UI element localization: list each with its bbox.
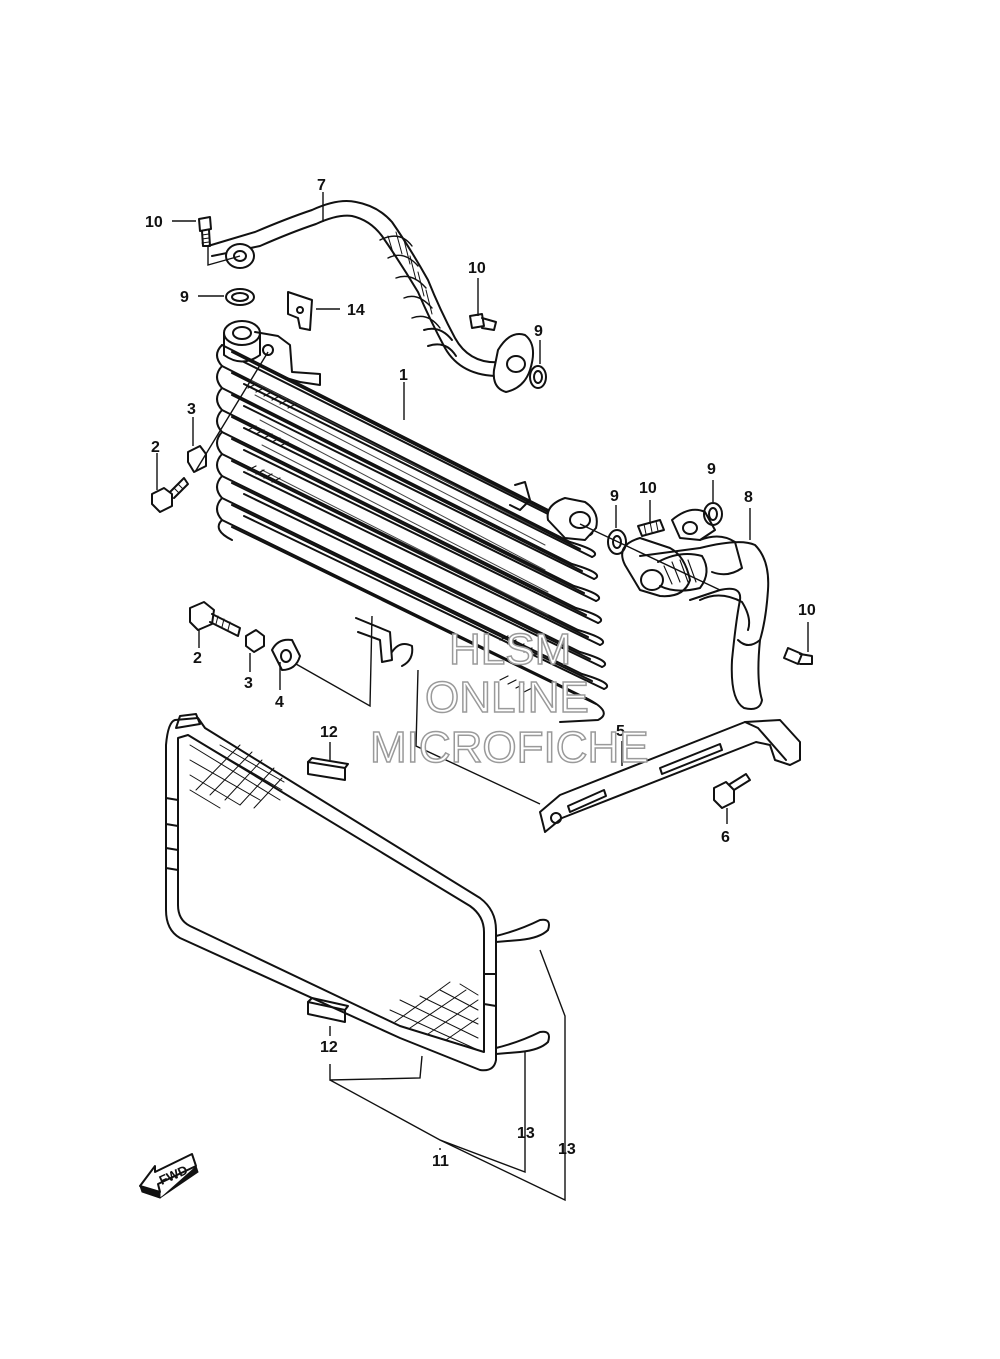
callout-3: 3 <box>187 401 196 418</box>
watermark-line-3: MICROFICHE <box>370 723 649 772</box>
callout-11: 11 <box>432 1153 449 1170</box>
callout-10: 10 <box>468 260 486 277</box>
callout-6: 6 <box>721 829 730 846</box>
oil-cooler[interactable] <box>216 320 609 723</box>
cooler-guard-11[interactable] <box>165 713 550 1072</box>
watermark: HLSM ONLINE MICROFICHE <box>369 624 649 773</box>
forward-direction-arrow: FWD <box>139 1153 199 1199</box>
bolt-10-c[interactable] <box>637 519 665 537</box>
callout-10: 10 <box>639 480 657 497</box>
watermark-line-1: HLSM <box>449 625 571 674</box>
callout-13: 13 <box>517 1125 535 1142</box>
oil-hose-8[interactable] <box>621 508 770 710</box>
callout-2: 2 <box>151 439 160 456</box>
bolt-6[interactable] <box>713 773 751 809</box>
callout-5: 5 <box>616 723 625 740</box>
clamp-14[interactable] <box>287 291 313 331</box>
callout-12: 12 <box>320 1039 338 1056</box>
watermark-line-2: ONLINE <box>425 673 589 722</box>
leader-lines <box>156 192 809 1202</box>
callout-14: 14 <box>347 302 365 319</box>
callout-9: 9 <box>180 289 189 306</box>
callout-9: 9 <box>707 461 716 478</box>
callout-4: 4 <box>275 694 284 711</box>
callout-8: 8 <box>744 489 753 506</box>
collar-3-b[interactable] <box>245 629 265 653</box>
callout-7: 7 <box>317 177 326 194</box>
callout-10: 10 <box>145 214 163 231</box>
o-ring-9-b[interactable] <box>529 365 547 389</box>
callout-10: 10 <box>798 602 816 619</box>
o-ring-9-c[interactable] <box>607 529 627 555</box>
collar-3-a[interactable] <box>187 445 207 473</box>
bolt-2-b[interactable] <box>189 601 241 637</box>
bolt-10-d[interactable] <box>783 647 813 665</box>
bolt-10-a[interactable] <box>198 216 212 247</box>
bracket-5[interactable] <box>539 719 801 833</box>
pad-12-b[interactable] <box>307 997 349 1023</box>
bolt-2-a[interactable] <box>151 477 189 513</box>
callout-2: 2 <box>193 650 202 667</box>
grommet-4[interactable] <box>271 638 301 671</box>
o-ring-9-a[interactable] <box>225 288 255 306</box>
o-ring-9-d[interactable] <box>703 502 723 526</box>
pad-12-a[interactable] <box>307 757 349 781</box>
bolt-10-b[interactable] <box>469 313 497 331</box>
callout-13: 13 <box>558 1141 576 1158</box>
oil-hose-7[interactable] <box>207 200 535 393</box>
callout-9: 9 <box>610 488 619 505</box>
callout-12: 12 <box>320 724 338 741</box>
fwd-label: FWD <box>157 1162 190 1188</box>
callout-1: 1 <box>399 367 408 384</box>
callout-3: 3 <box>244 675 253 692</box>
callout-9: 9 <box>534 323 543 340</box>
callout-labels: 7 10 9 14 10 9 1 3 2 9 10 9 8 10 2 3 4 1… <box>145 177 816 1170</box>
